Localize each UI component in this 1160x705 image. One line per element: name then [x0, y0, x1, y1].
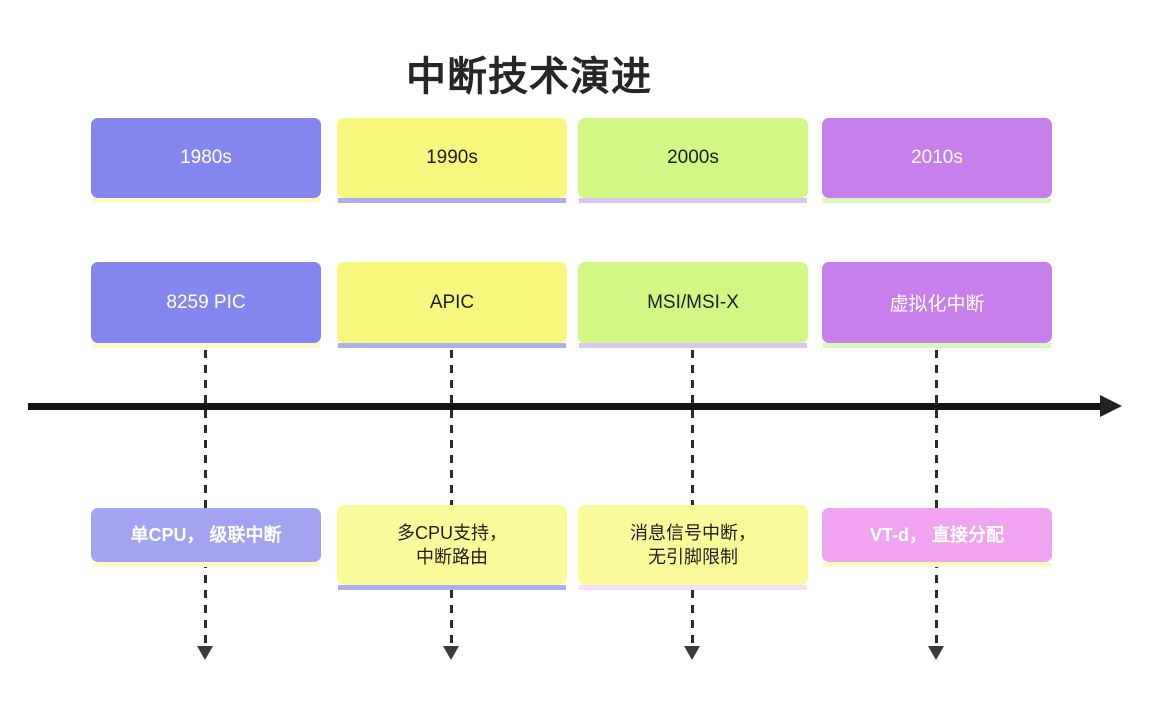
desc-label: 消息信号中断， 无引脚限制	[630, 522, 756, 567]
accent-strip	[579, 585, 807, 590]
accent-strip	[338, 343, 566, 348]
desc-label: 单CPU， 级联中断	[130, 524, 282, 545]
tech-label: MSI/MSI-X	[647, 291, 739, 313]
accent-strip	[579, 198, 807, 203]
dashed-connector-1980s	[197, 350, 213, 660]
era-label: 1990s	[426, 147, 478, 168]
era-box-2000s: 2000s	[578, 118, 808, 203]
era-label: 2000s	[667, 147, 719, 168]
accent-strip	[338, 585, 566, 590]
accent-strip	[338, 198, 566, 203]
desc-box-single-cpu: 单CPU， 级联中断	[91, 508, 321, 567]
tech-box-msi: MSI/MSI-X	[578, 262, 808, 348]
tech-label: 8259 PIC	[166, 291, 246, 313]
down-arrow-icon	[443, 646, 459, 660]
desc-box-multi-cpu: 多CPU支持， 中断路由	[337, 505, 567, 590]
down-arrow-icon	[197, 646, 213, 660]
page-title: 中断技术演进	[406, 55, 652, 99]
accent-strip	[92, 343, 320, 348]
dashed-connector-2000s	[684, 350, 700, 660]
down-arrow-icon	[928, 646, 944, 660]
desc-box-vtd: VT-d， 直接分配	[822, 508, 1052, 567]
accent-strip	[823, 198, 1051, 203]
dashed-connector-2010s	[928, 350, 944, 660]
tech-label: 虚拟化中断	[889, 294, 985, 315]
accent-strip	[579, 343, 807, 348]
timeline-axis	[28, 403, 1106, 410]
era-label: 2010s	[911, 147, 963, 168]
desc-box-message-signaled: 消息信号中断， 无引脚限制	[578, 505, 808, 590]
down-arrow-icon	[684, 646, 700, 660]
era-box-2010s: 2010s	[822, 118, 1052, 203]
tech-box-8259-pic: 8259 PIC	[91, 262, 321, 348]
era-box-1980s: 1980s	[91, 118, 321, 203]
tech-box-apic: APIC	[337, 262, 567, 348]
accent-strip	[92, 562, 320, 567]
era-box-1990s: 1990s	[337, 118, 567, 203]
accent-strip	[92, 198, 320, 203]
desc-label: VT-d， 直接分配	[870, 524, 1004, 545]
tech-box-virtualized-interrupt: 虚拟化中断	[822, 262, 1052, 348]
dashed-connector-1990s	[443, 350, 459, 660]
era-label: 1980s	[180, 147, 232, 168]
accent-strip	[823, 562, 1051, 567]
accent-strip	[823, 343, 1051, 348]
desc-label: 多CPU支持， 中断路由	[396, 522, 507, 567]
right-arrow-icon	[1100, 395, 1122, 417]
tech-label: APIC	[429, 291, 475, 313]
